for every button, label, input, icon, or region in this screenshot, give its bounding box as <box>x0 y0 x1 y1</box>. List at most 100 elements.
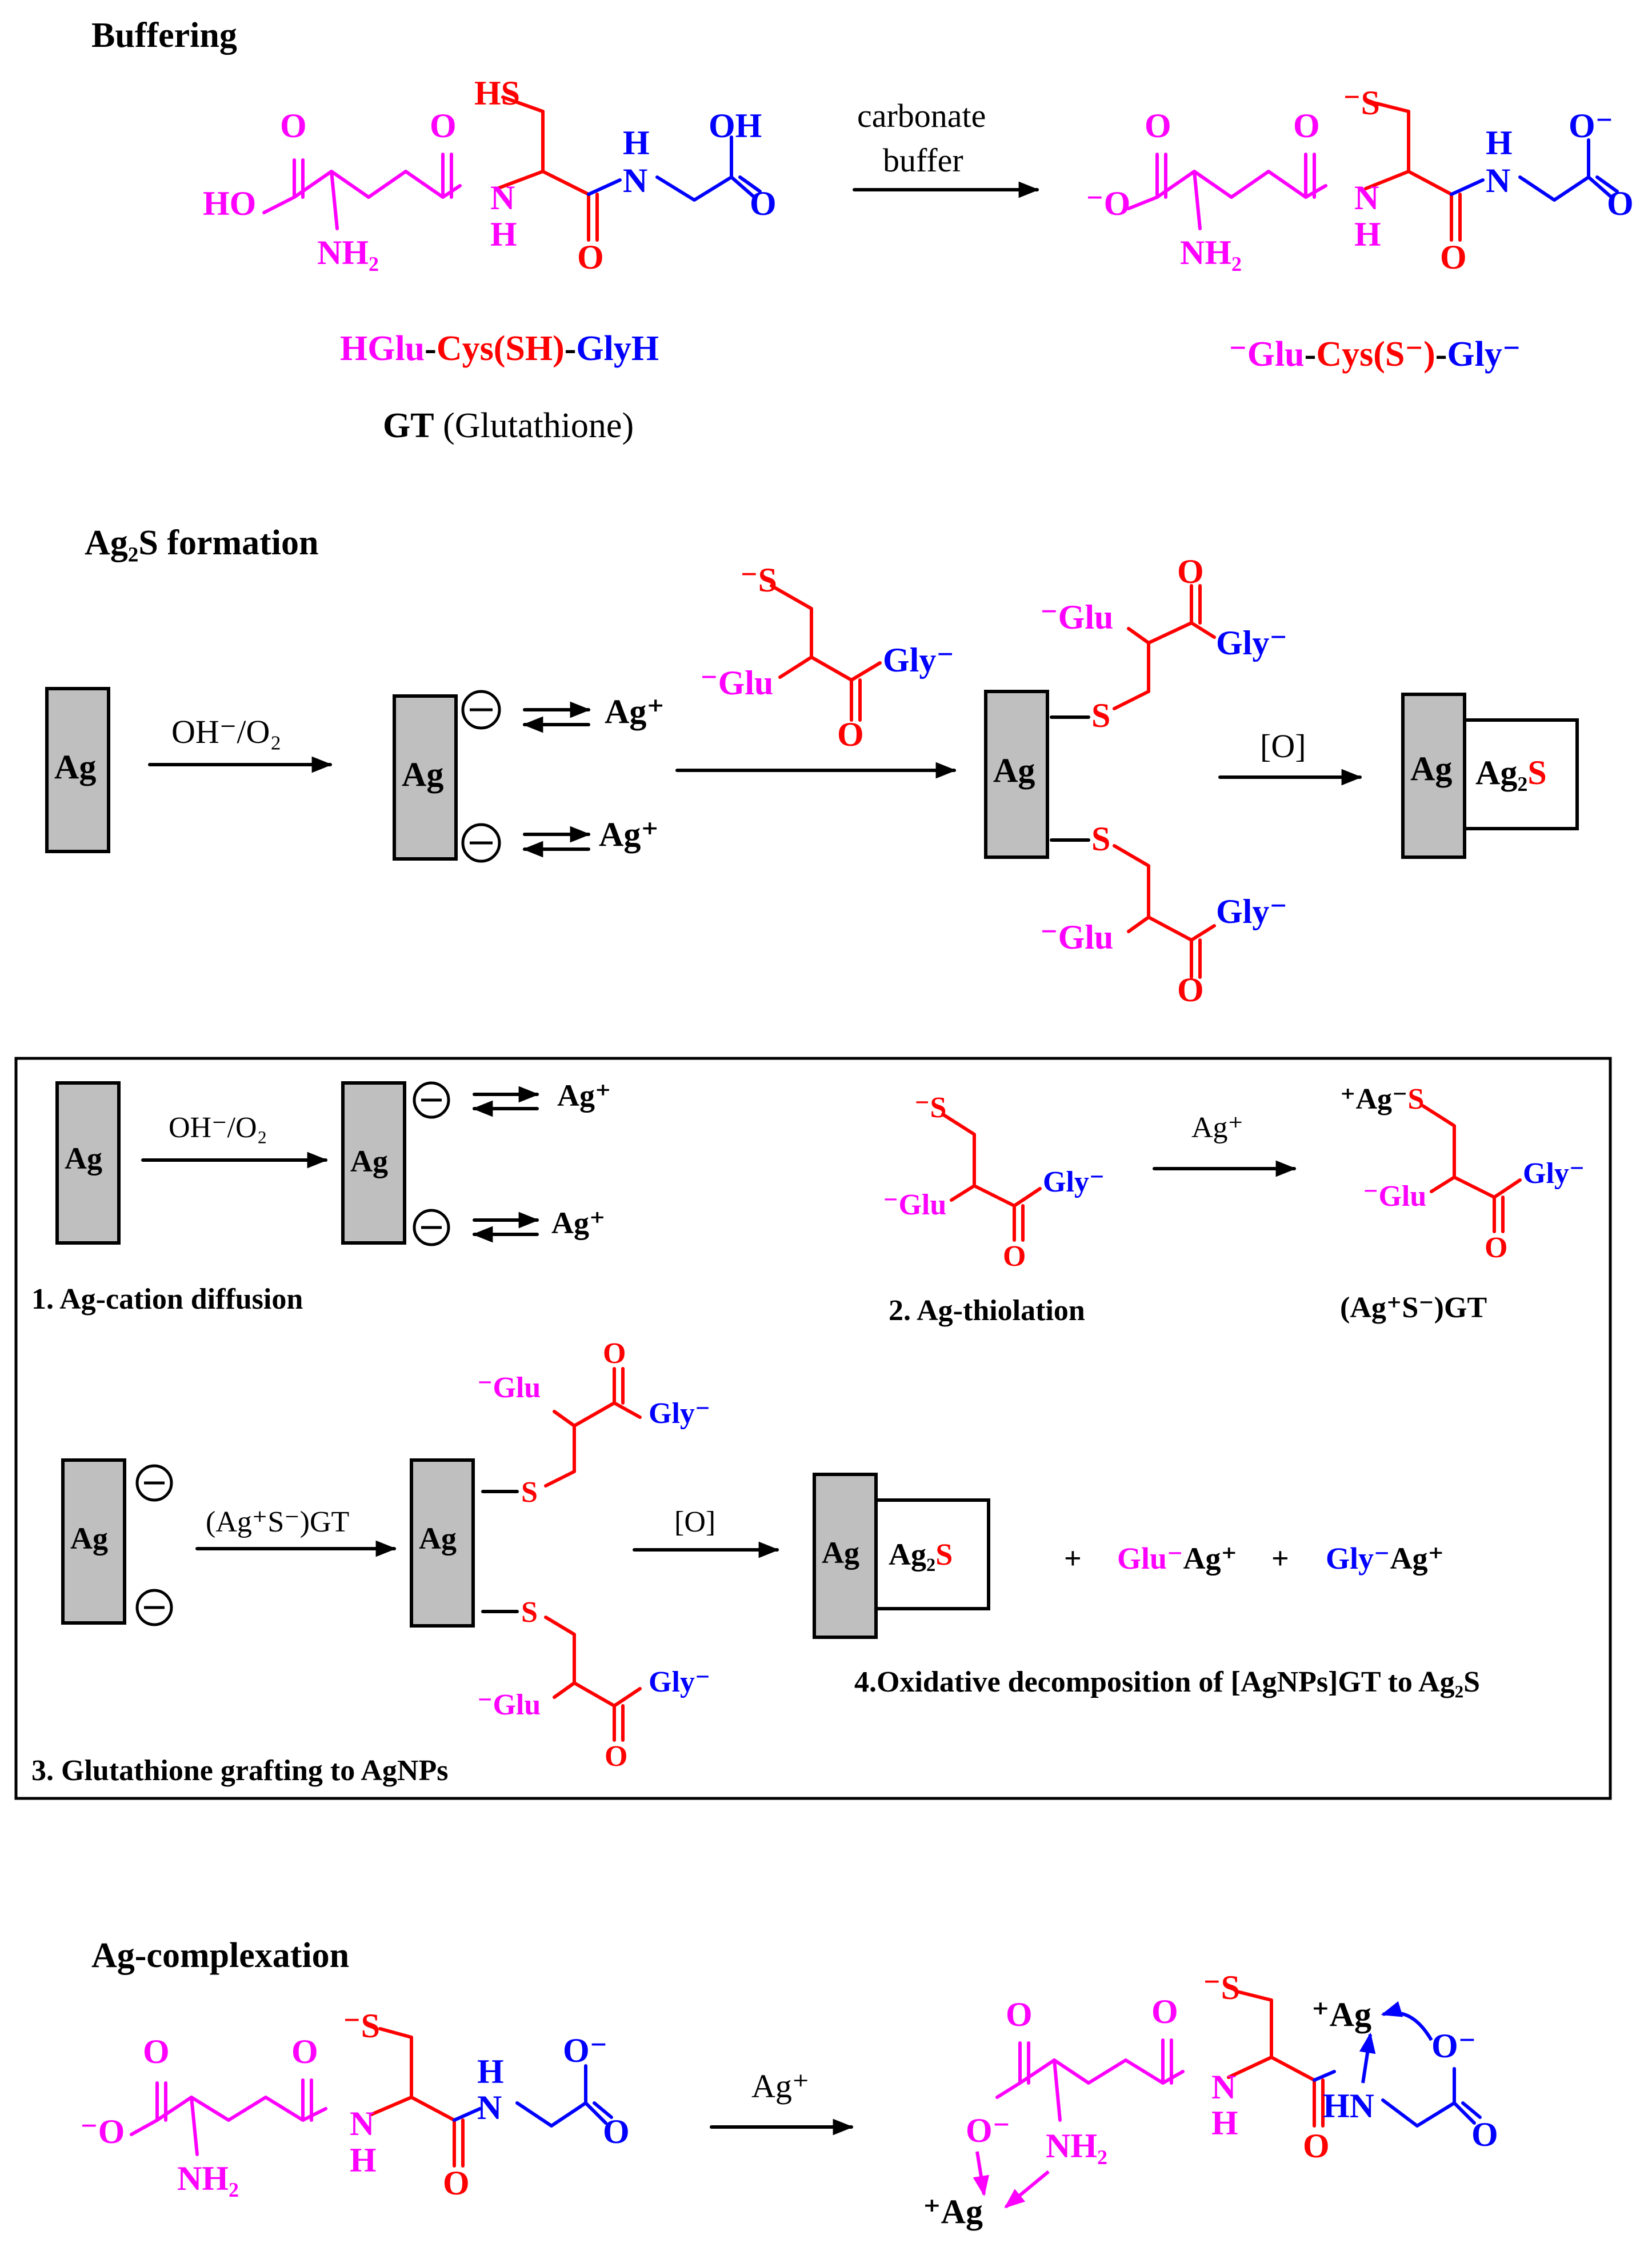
agsgt-label: (Ag⁺S⁻)GT <box>1340 1292 1487 1324</box>
arrow-label: (Ag⁺S⁻)GT <box>206 1506 349 1538</box>
atom-label: O <box>280 107 307 145</box>
ag-cation-label: ⁺Ag <box>923 2193 983 2230</box>
grafted-thiolate-top: S ⁻Glu O Gly⁻ <box>477 1337 710 1509</box>
ag-label: Ag <box>350 1144 388 1178</box>
silver-particle <box>813 1473 878 1639</box>
atom-label: HO <box>203 185 256 222</box>
ag2s-heading: Ag₂S formation <box>85 523 319 562</box>
atom-label: N <box>1211 2068 1236 2106</box>
glutathione-anion-structure: O ⁻O NH₂ O N H ⁻S O H N O⁻ O <box>1086 84 1634 276</box>
step1-caption: 1. Ag-cation diffusion <box>31 1283 303 1316</box>
glu-ag-product: Glu⁻Ag⁺ <box>1117 1541 1237 1576</box>
atom-label: H <box>350 2141 377 2179</box>
atom-label: ⁻S <box>914 1091 946 1124</box>
atom-label: O <box>1440 238 1467 276</box>
atom-label: O <box>1303 2127 1330 2165</box>
complexation-heading: Ag-complexation <box>91 1936 349 1975</box>
silver-particle <box>393 694 458 861</box>
atom-label: O <box>1145 107 1171 145</box>
ag-cation-label: Ag⁺ <box>557 1078 611 1113</box>
silver-particle <box>61 1458 126 1625</box>
silver-particle <box>45 687 110 853</box>
atom-label: ⁻S <box>343 2007 380 2045</box>
atom-label: O <box>1471 2116 1498 2153</box>
atom-label: S <box>1091 820 1110 858</box>
atom-label: H <box>623 124 650 162</box>
ag-complexation-section: Ag-complexation O ⁻O NH₂ O N H ⁻S O H <box>80 1936 1498 2230</box>
atom-label: H <box>1211 2104 1238 2142</box>
atom-label: NH₂ <box>1180 234 1242 271</box>
step2-caption: 2. Ag-thiolation <box>889 1294 1085 1327</box>
atom-label: HS <box>474 74 520 112</box>
ag2s-label: Ag₂S <box>1475 754 1547 791</box>
atom-label: Gly⁻ <box>1043 1166 1105 1198</box>
atom-label: Gly⁻ <box>883 641 954 679</box>
arrow-label: Ag⁺ <box>751 2068 810 2105</box>
ag-label: Ag <box>419 1521 457 1556</box>
atom-label: S <box>521 1476 538 1509</box>
atom-label: S <box>521 1596 538 1629</box>
glutathione-neutral-structure: O HO NH₂ O N H HS O H N OH O <box>203 74 777 276</box>
atom-label: S <box>1091 697 1110 734</box>
atom-label: NH₂ <box>1046 2127 1107 2165</box>
ag-complexed-glutathione: O O⁻ NH₂ O N H ⁻S O HN O⁻ O ⁺Ag ⁺Ag <box>923 1969 1498 2230</box>
atom-label: ⁻S <box>1203 1969 1240 2006</box>
ag-label: Ag <box>54 748 96 786</box>
atom-label: H <box>490 215 517 253</box>
glutathione-anion-structure: O ⁻O NH₂ O N H ⁻S O H N O⁻ O <box>80 2007 630 2202</box>
arrow-label: buffer <box>883 142 963 179</box>
gt-formula-anion: ⁻Glu-Cys(S⁻)-Gly⁻ <box>1229 335 1521 374</box>
silver-particle <box>984 690 1049 859</box>
ag-cation-label: Ag⁺ <box>599 815 659 853</box>
grafted-thiolate-bottom: S ⁻Glu O Gly⁻ <box>477 1596 710 1773</box>
thiolation-product: ⁺Ag⁻S ⁻Glu O Gly⁻ <box>1340 1083 1585 1264</box>
atom-label: O <box>430 107 457 145</box>
buffering-section: Buffering O HO NH₂ O N H HS O H <box>91 16 1634 445</box>
atom-label: ⁻Glu <box>477 1372 541 1404</box>
atom-label: ⁻Glu <box>1040 918 1113 956</box>
atom-label: O <box>603 1337 626 1370</box>
plus-sign: + <box>1271 1541 1289 1576</box>
atom-label: N <box>623 162 647 199</box>
atom-label: O <box>1177 553 1204 590</box>
ag-label: Ag <box>70 1521 108 1556</box>
atom-label: O⁻ <box>563 2032 607 2069</box>
atom-label: O⁻ <box>1569 107 1613 145</box>
gt-formula-neutral: HGlu-Cys(SH)-GlyH <box>340 329 659 368</box>
step3-caption: 3. Glutathione grafting to AgNPs <box>31 1754 448 1787</box>
ag2s-label: Ag₂S <box>889 1537 953 1572</box>
atom-label: Gly⁻ <box>1216 893 1287 930</box>
atom-label: H <box>477 2053 504 2090</box>
atom-label: O <box>143 2033 170 2070</box>
atom-label: ⁺Ag⁻S <box>1340 1083 1424 1115</box>
atom-label: O <box>750 185 777 222</box>
ag-label: Ag <box>402 755 443 793</box>
arrow-label: carbonate <box>857 97 986 134</box>
atom-label: ⁻Glu <box>1040 598 1113 636</box>
atom-label: O <box>603 2113 630 2150</box>
arrow-label: [O] <box>674 1506 715 1538</box>
atom-label: ⁻S <box>1343 84 1380 122</box>
arrow-label: OH⁻/O₂ <box>169 1111 267 1144</box>
atom-label: N <box>350 2105 374 2142</box>
step4-caption: 4.Oxidative decomposition of [AgNPs]GT t… <box>854 1666 1480 1698</box>
atom-label: Gly⁻ <box>649 1666 710 1698</box>
arrow-label: Ag⁺ <box>1191 1111 1243 1144</box>
atom-label: Gly⁻ <box>649 1397 710 1430</box>
grafted-thiolate-bottom: S ⁻Glu O Gly⁻ <box>1040 820 1287 1009</box>
atom-label: ⁻O <box>80 2113 125 2150</box>
atom-label: OH <box>709 107 762 145</box>
gly-ag-product: Gly⁻Ag⁺ <box>1326 1541 1444 1576</box>
atom-label: N <box>1354 179 1379 217</box>
atom-label: O <box>1151 1993 1178 2030</box>
atom-label: O⁻ <box>1431 2027 1476 2065</box>
ag-cation-label: Ag⁺ <box>605 693 665 730</box>
ag-label: Ag <box>993 751 1035 789</box>
arrow-label: OH⁻/O₂ <box>171 713 282 750</box>
thiolation-reactant: ⁻S ⁻Glu O Gly⁻ <box>883 1091 1105 1273</box>
atom-label: O <box>1177 971 1204 1009</box>
grafted-thiolate-top: S ⁻Glu O Gly⁻ <box>1040 553 1287 734</box>
atom-label: ⁻Glu <box>1363 1180 1426 1213</box>
atom-label: N <box>490 179 515 217</box>
